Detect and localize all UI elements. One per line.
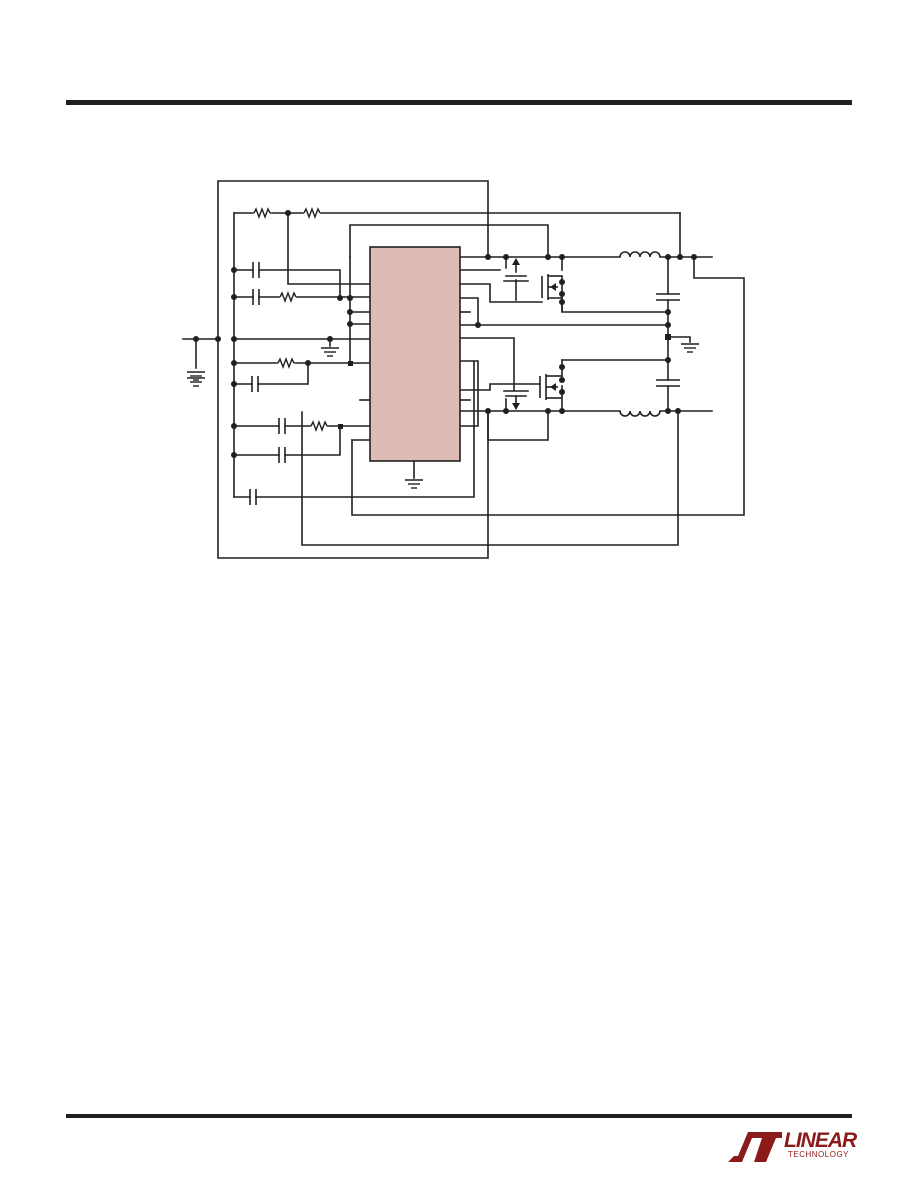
company-logo: LINEAR TECHNOLOGY bbox=[726, 1129, 857, 1166]
arrow-icon bbox=[550, 283, 556, 291]
ground-icon bbox=[186, 371, 206, 381]
resistor-icon bbox=[273, 358, 299, 368]
capacitor-icon bbox=[251, 375, 259, 393]
resistor-icon bbox=[249, 208, 275, 218]
ic-chip bbox=[369, 246, 461, 462]
lt-logo-icon bbox=[728, 1132, 782, 1162]
logo-subtitle: TECHNOLOGY bbox=[788, 1150, 850, 1159]
capacitor-icon bbox=[249, 488, 257, 506]
capacitor-icon bbox=[252, 261, 260, 279]
feedback-wire-right bbox=[351, 256, 745, 516]
mosfet-icon bbox=[541, 274, 563, 312]
outer-loop-wire-bottom bbox=[217, 339, 489, 559]
resistor-icon bbox=[275, 292, 301, 302]
header-rule bbox=[66, 100, 852, 105]
ground-icon bbox=[186, 377, 206, 387]
inductor-icon bbox=[619, 410, 661, 417]
arrow-icon bbox=[512, 403, 520, 410]
feedback-wire-lower bbox=[301, 410, 679, 546]
mosfet-icon bbox=[539, 374, 562, 400]
capacitor-icon bbox=[278, 417, 286, 435]
resistor-icon bbox=[299, 208, 325, 218]
ground-icon bbox=[404, 479, 424, 489]
resistor-icon bbox=[306, 421, 332, 431]
logo-word: LINEAR bbox=[784, 1129, 857, 1152]
capacitor-icon bbox=[655, 379, 681, 387]
capacitor-icon bbox=[252, 288, 260, 306]
inductor-icon bbox=[619, 251, 661, 258]
arrow-icon bbox=[550, 383, 556, 391]
ground-icon bbox=[680, 343, 700, 353]
footer-rule bbox=[66, 1114, 852, 1118]
capacitor-icon bbox=[278, 446, 286, 464]
capacitor-icon bbox=[655, 293, 681, 301]
arrow-icon bbox=[512, 258, 520, 265]
outer-loop-wire bbox=[217, 180, 489, 341]
ground-icon bbox=[320, 347, 340, 357]
